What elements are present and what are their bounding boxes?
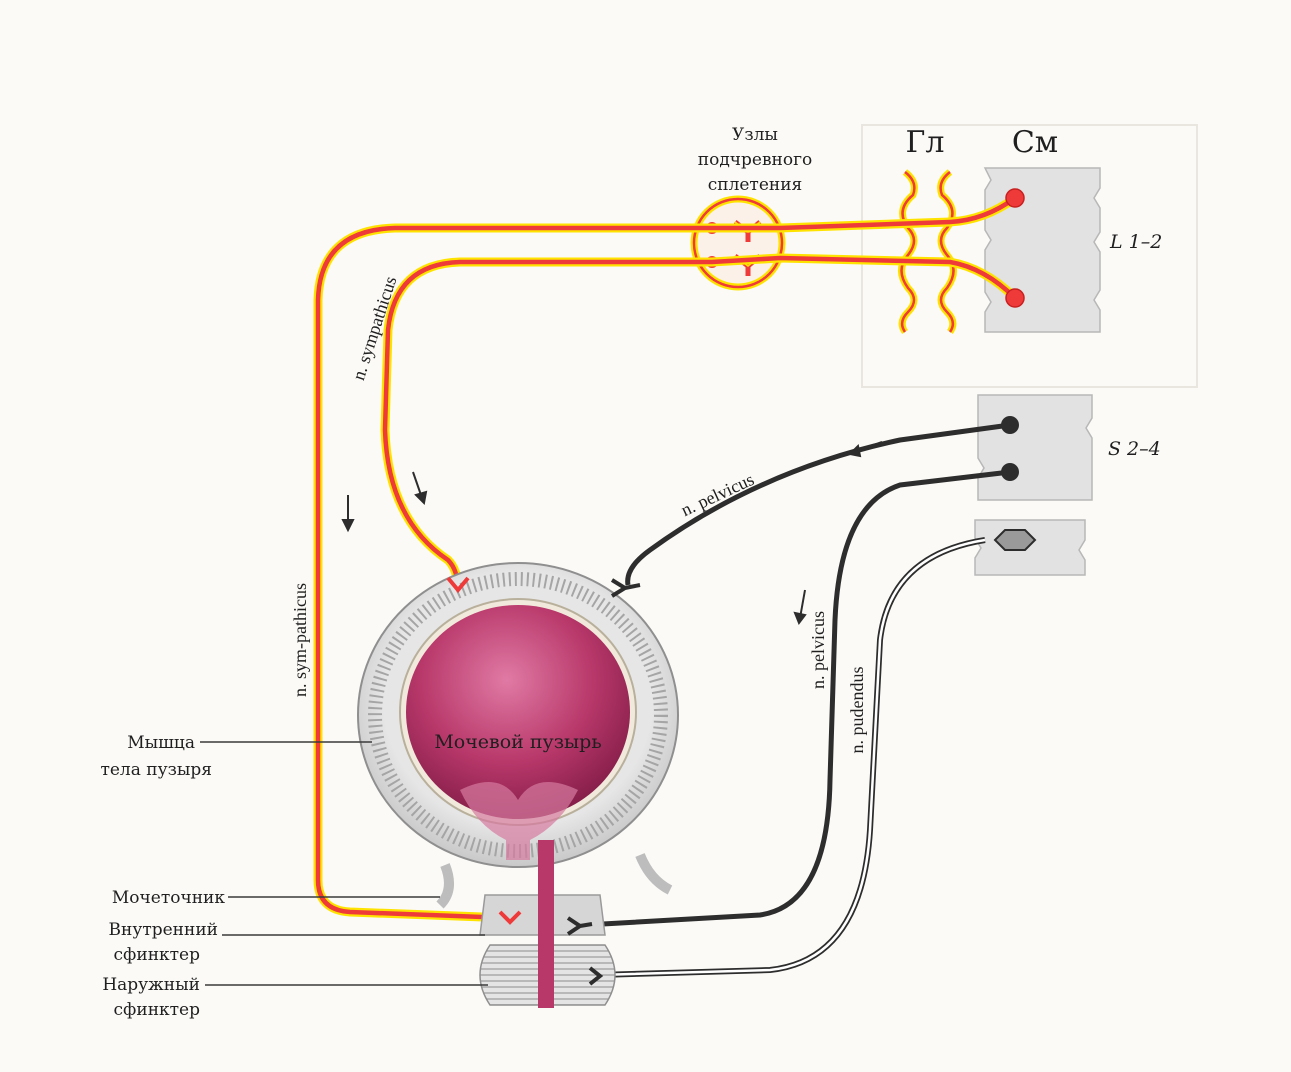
internal-sphincter-label-line-1: Внутренний bbox=[109, 920, 219, 940]
external-sphincter-label-line-2: сфинктер bbox=[114, 1000, 201, 1020]
ureter-label: Мочеточник bbox=[112, 888, 225, 908]
internal-sphincter-label-line-2: сфинктер bbox=[114, 945, 201, 965]
bladder-label: Мочевой пузырь bbox=[434, 731, 601, 753]
plexus-label-line-1: Узлы bbox=[732, 125, 778, 145]
sympathetic-nerve-inner bbox=[385, 258, 1015, 590]
muscle-label-line-2: тела пузыря bbox=[100, 760, 212, 780]
ganglia-label: Гл bbox=[906, 125, 945, 160]
hypogastric-plexus-nodes bbox=[694, 199, 782, 287]
spinal-cord-sacral-segment bbox=[978, 395, 1092, 500]
spinal-cord-lumbar-segment bbox=[985, 168, 1100, 332]
motor-neuron-body bbox=[995, 530, 1035, 550]
nerve-label-pudendus: n. pudendus bbox=[847, 667, 867, 754]
nerve-label-sympathicus-outer: n. sym-pathicus bbox=[290, 583, 310, 697]
plexus-label-line-3: сплетения bbox=[708, 175, 803, 195]
bladder bbox=[358, 563, 678, 1008]
segment-sacral-label: S 2–4 bbox=[1108, 438, 1161, 460]
neuron-body-sacral-lower bbox=[1001, 463, 1019, 481]
plexus-label-line-2: подчревного bbox=[698, 150, 813, 170]
neuron-body-lumbar-upper bbox=[1006, 189, 1024, 207]
neuron-body-sacral-upper bbox=[1001, 416, 1019, 434]
muscle-label-line-1: Мышца bbox=[127, 733, 195, 753]
external-sphincter-label-line-1: Наружный bbox=[102, 975, 200, 995]
spinal-cord-lower-segment bbox=[975, 520, 1085, 575]
sympathetic-ganglia-chain bbox=[902, 172, 954, 332]
nerve-label-pelvicus-lower: n. pelvicus bbox=[808, 611, 828, 689]
spinal-cord-label: См bbox=[1012, 125, 1058, 160]
segment-lumbar-label: L 1–2 bbox=[1109, 231, 1162, 253]
neuron-body-lumbar-lower bbox=[1006, 289, 1024, 307]
